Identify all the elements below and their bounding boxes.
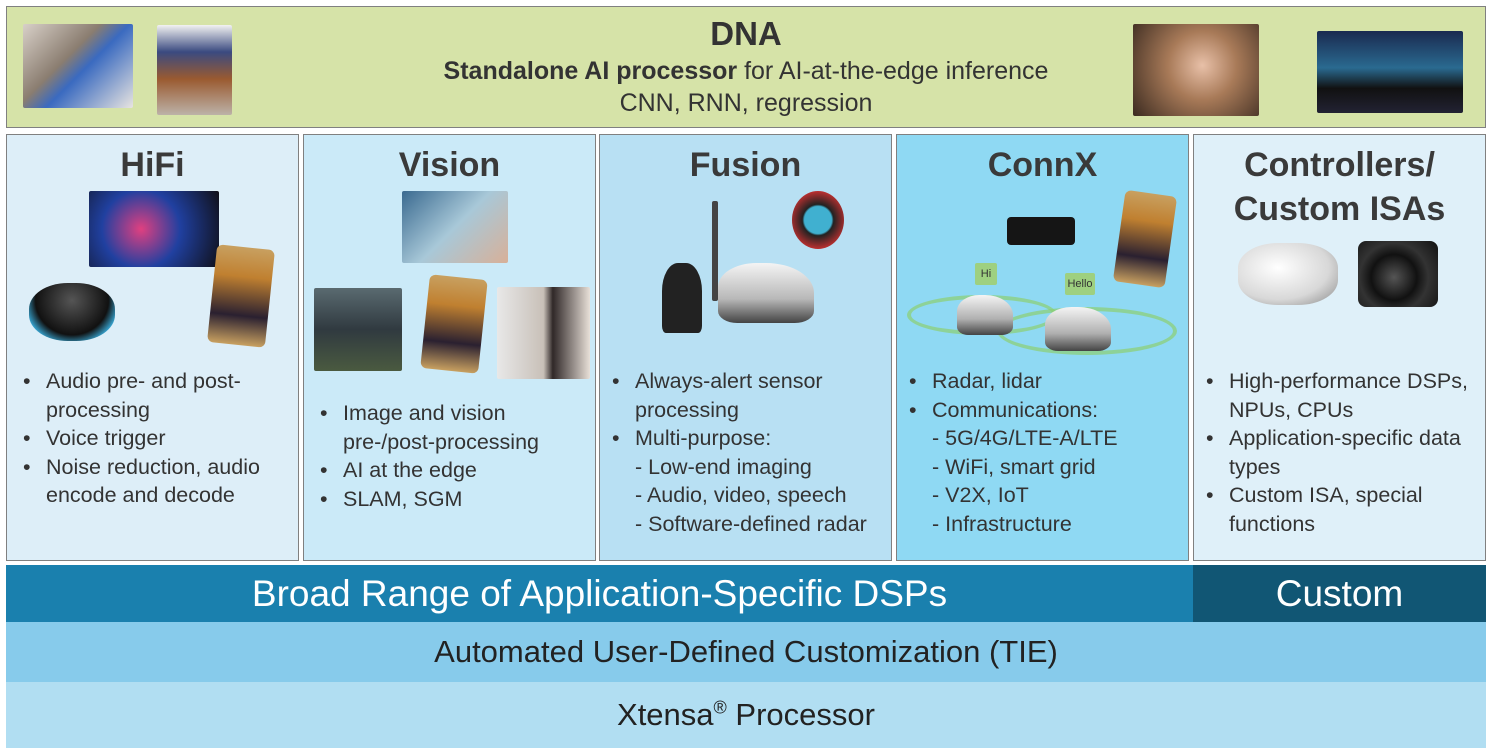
sub-bullet: - WiFi, smart grid [932, 454, 1096, 479]
bullet-list: Always-alert sensor processing Multi-pur… [612, 367, 892, 538]
panel-title: HiFi [120, 146, 185, 184]
bullet: Radar, lidar [909, 367, 1189, 396]
tv-image [89, 191, 219, 267]
bullet: High-performance DSPs, NPUs, CPUs [1206, 367, 1486, 424]
panel-controllers: Controllers/ Custom ISAs High-performanc… [1193, 134, 1486, 561]
bullet: Audio pre- and post-processing [23, 367, 293, 424]
smartphone-image [1112, 189, 1178, 289]
dna-title: DNA [710, 15, 782, 52]
smart-speaker-image [29, 283, 115, 341]
smartphone-image [207, 244, 275, 348]
dna-banner: DNA Standalone AI processor for AI-at-th… [6, 6, 1486, 128]
doorbell-camera-photo [157, 25, 232, 115]
pedestrian-image [662, 263, 702, 333]
processor-word: Processor [726, 697, 875, 732]
panel-title: Controllers/ Custom ISAs [1233, 146, 1446, 228]
car-dashboard-photo [1317, 31, 1463, 113]
car-image [1045, 307, 1111, 351]
streetlight-image [712, 201, 718, 301]
delivery-person-image [497, 287, 590, 379]
face-id-photo [1133, 24, 1259, 116]
dna-algorithms: CNN, RNN, regression [619, 89, 873, 117]
smartwatch-image [792, 191, 844, 249]
vr-headset-image [402, 191, 508, 263]
camera-image [1358, 241, 1438, 307]
vr-headset-image [1238, 243, 1338, 305]
smart-home-photo [23, 24, 133, 108]
panel-vision: Vision Image and vision pre-/post-proces… [303, 134, 596, 561]
xtensa-name: Xtensa [617, 697, 714, 732]
hi-callout: Hi [975, 263, 997, 285]
dna-subtitle-rest: for AI-at-the-edge inference [737, 57, 1049, 85]
bullet: SLAM, SGM [320, 485, 590, 514]
traffic-image [314, 288, 402, 371]
smartphone-image [420, 274, 488, 374]
xtensa-layer: Xtensa® Processor [6, 682, 1486, 748]
car-image [718, 263, 814, 323]
bullet: Custom ISA, special functions [1206, 481, 1486, 538]
panel-fusion: Fusion Always-alert sensor processing Mu… [599, 134, 892, 561]
bullet-list: Image and vision pre-/post-processing AI… [320, 399, 590, 513]
sub-bullet: - Software-defined radar [635, 511, 867, 536]
xtensa-label: Xtensa® Processor [6, 682, 1486, 733]
bullet: Always-alert sensor processing [612, 367, 892, 424]
panel-connx: ConnX Hi Hello Radar, lidar Communicatio… [896, 134, 1189, 561]
tie-layer: Automated User-Defined Customization (TI… [6, 622, 1486, 682]
sub-bullet: - 5G/4G/LTE-A/LTE [932, 426, 1118, 450]
dna-subtitle-bold: Standalone AI processor [443, 57, 738, 85]
bullet: Voice trigger [23, 424, 293, 453]
hello-callout: Hello [1065, 273, 1095, 295]
dsps-layer: Broad Range of Application-Specific DSPs… [6, 565, 1486, 622]
bullet: AI at the edge [320, 456, 590, 485]
sub-bullet: - Low-end imaging [635, 454, 812, 479]
panel-title: ConnX [987, 146, 1098, 184]
dna-subtitle: Standalone AI processor for AI-at-the-ed… [7, 57, 1485, 86]
bullet: Communications: [909, 396, 1189, 425]
sub-bullet: - Infrastructure [932, 511, 1072, 536]
custom-layer: Custom [1193, 565, 1486, 622]
bullet-list: Audio pre- and post-processing Voice tri… [23, 367, 293, 510]
bullet: Noise reduction, audio encode and decode [23, 453, 293, 510]
router-image [1007, 217, 1075, 245]
car-image [957, 295, 1013, 335]
sub-bullet: - Audio, video, speech [635, 483, 847, 507]
registered-mark: ® [713, 697, 727, 718]
bullet: Application-specific data types [1206, 424, 1486, 481]
panel-title: Vision [398, 146, 501, 184]
bullet-list: High-performance DSPs, NPUs, CPUs Applic… [1206, 367, 1486, 538]
bullet: Multi-purpose: [612, 424, 892, 453]
sub-bullet: - V2X, IoT [932, 483, 1029, 507]
dsps-label: Broad Range of Application-Specific DSPs [251, 573, 948, 614]
panel-hifi: HiFi Audio pre- and post-processing Voic… [6, 134, 299, 561]
bullet: Image and vision pre-/post-processing [320, 399, 590, 456]
tie-label: Automated User-Defined Customization (TI… [434, 634, 1058, 669]
panel-title: Fusion [689, 146, 802, 184]
bullet-list: Radar, lidar Communications: - 5G/4G/LTE… [909, 367, 1189, 538]
custom-label: Custom [1275, 573, 1404, 614]
